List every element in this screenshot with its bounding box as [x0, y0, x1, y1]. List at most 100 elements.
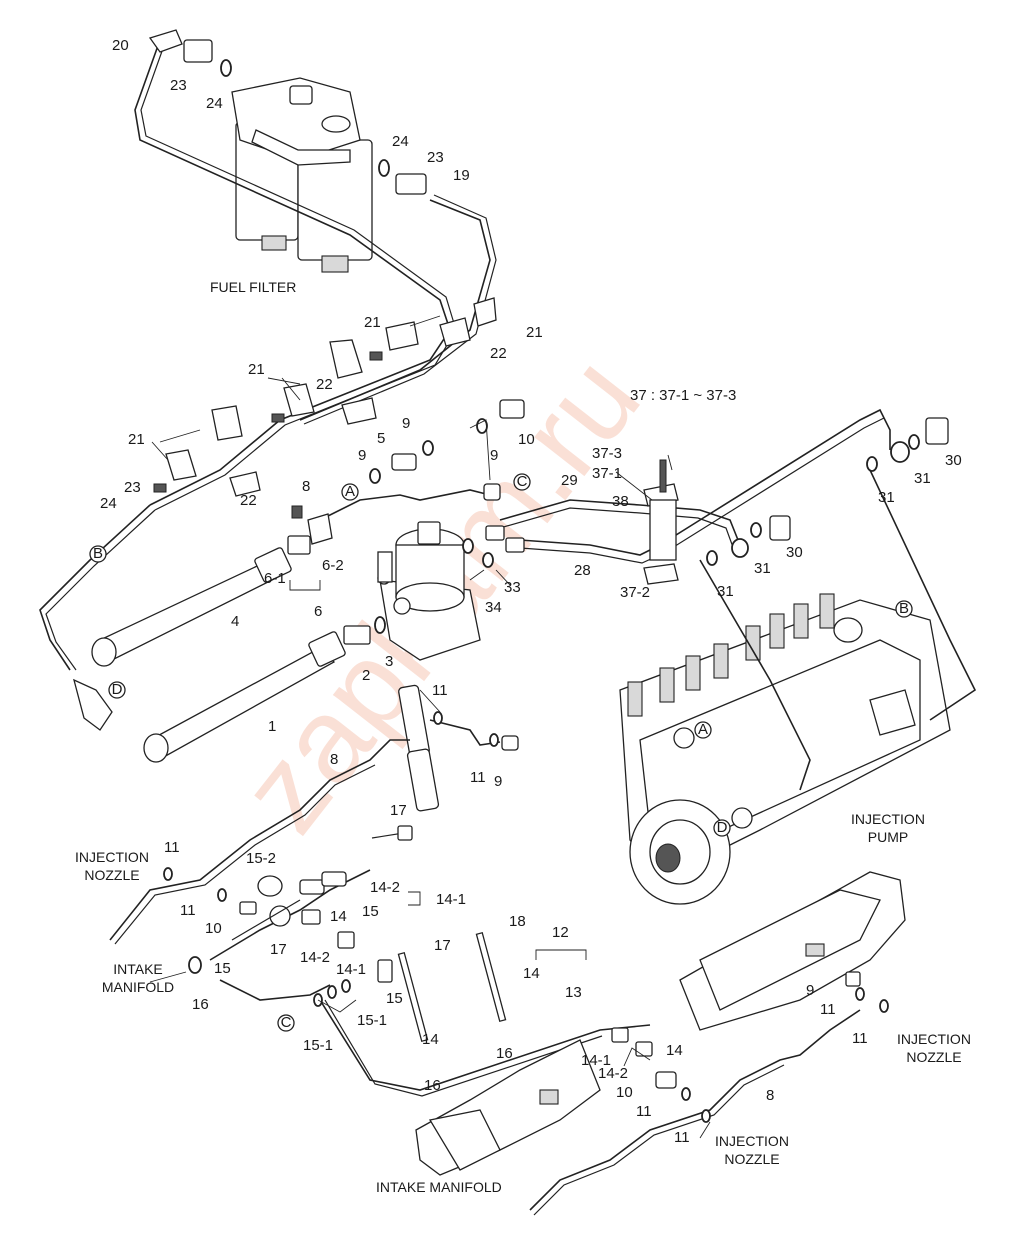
callout-2: 2 [362, 667, 370, 684]
callout-11-b: 9 [806, 982, 814, 999]
intake-manifold-right [679, 871, 906, 1031]
callout-9: 10 [518, 431, 535, 448]
callout-16-b: 14 [666, 1042, 683, 1059]
fittings-center [287, 399, 525, 645]
callout-27-c: 21 [248, 361, 265, 378]
callout-10-a: 8 [330, 751, 338, 768]
callout-35: 33 [504, 579, 521, 596]
caption-fuel-filter: FUEL FILTER [210, 279, 296, 295]
callout-8-a: 9 [402, 415, 410, 432]
callout-16-a: 14 [330, 908, 347, 925]
svg-text:A: A [698, 721, 708, 738]
callout-7: 8 [302, 478, 310, 495]
part-callouts: 20 23 24 24 23 19 21 21 22 21 22 21 22 2… [100, 37, 962, 1146]
callout-37-2: 37-2 [620, 584, 650, 601]
fuel-pipes-middle [499, 408, 949, 585]
callout-13-h: 11 [852, 1030, 868, 1047]
injection-nozzle-upper [398, 684, 519, 812]
callout-4: 4 [231, 613, 239, 630]
callout-18-a: 14-2 [300, 949, 330, 966]
callout-24: 18 [509, 913, 526, 930]
callout-23-a: 17 [390, 802, 407, 819]
callout-6: 6 [314, 603, 322, 620]
marker-a-upper: A [341, 483, 359, 501]
feed-pump-assembly [319, 489, 491, 661]
callout-6-2: 6-2 [322, 557, 344, 574]
callout-13-c: 11 [164, 839, 180, 856]
caption-intake-manifold-bottom: INTAKE MANIFOLD [376, 1179, 502, 1195]
callout-17-a: 14-1 [336, 961, 366, 978]
marker-d-pump: D [713, 819, 731, 837]
callout-30-right: 24 [392, 133, 409, 150]
callout-15-2-a: 15 [362, 903, 379, 920]
callout-15-2-b: 15 [214, 960, 231, 977]
callout-37-3: 37-3 [592, 445, 622, 462]
callout-8-b: 9 [358, 447, 366, 464]
callout-10-b: 8 [766, 1087, 774, 1104]
callout-27-b: 21 [526, 324, 543, 341]
leader-lines [149, 315, 711, 1139]
callout-34-b: 31 [914, 470, 931, 487]
fuel-pipes-upper [134, 29, 497, 511]
manifold-studs [397, 931, 507, 1043]
callout-28-c: 22 [240, 492, 257, 509]
injection-pipes-left [109, 739, 651, 1097]
callout-14: 12 [552, 924, 569, 941]
svg-text:B: B [93, 545, 103, 562]
svg-text:A: A [345, 483, 355, 500]
callout-11-a: 9 [494, 773, 502, 790]
callout-13-e: 11 [636, 1103, 652, 1120]
callout-15-1: 14-2 [370, 879, 400, 896]
callout-28-b: 22 [316, 376, 333, 393]
intake-manifold-bottom: INTAKE MANIFOLD [376, 1039, 601, 1195]
callout-17-b: 14-1 [581, 1052, 611, 1069]
callout-34-c: 31 [754, 560, 771, 577]
marker-c-lower: C [277, 1014, 295, 1032]
callout-26: 20 [112, 37, 129, 54]
callout-22-c: 16 [424, 1077, 441, 1094]
callout-20-b: 15-1 [303, 1037, 333, 1054]
svg-text:D: D [112, 681, 123, 698]
callout-23-b: 17 [270, 941, 287, 958]
svg-text:C: C [281, 1014, 292, 1031]
callout-38: 38 [612, 493, 629, 510]
callout-15: 14-1 [436, 891, 466, 908]
pump-delivery-valves [627, 593, 835, 717]
callout-3: 3 [385, 653, 393, 670]
callout-19: 15 [386, 990, 403, 1007]
callout-13-g: 11 [820, 1001, 836, 1018]
marker-d-left: D [108, 681, 126, 699]
callout-34-d: 31 [717, 583, 734, 600]
callout-12-a: 10 [205, 920, 222, 937]
callout-14-2-b: 14 [422, 1031, 439, 1048]
callout-34-a: 31 [878, 489, 895, 506]
callout-28-a: 22 [490, 345, 507, 362]
callout-12-b: 10 [616, 1084, 633, 1101]
callout-13-b: 11 [470, 769, 486, 786]
callout-30-left: 24 [100, 495, 117, 512]
callout-22-a: 16 [192, 996, 209, 1013]
callout-13-a: 11 [432, 682, 448, 699]
callout-14-2-a: 14 [523, 965, 540, 982]
group-note-37: 37 : 37-1 ~ 37-3 [630, 387, 736, 404]
callout-27-d: 21 [128, 431, 145, 448]
marker-a-pump: A [694, 721, 712, 739]
callout-5: 5 [377, 430, 385, 447]
callout-37-1: 37-1 [592, 465, 622, 482]
injection-pipes-right [529, 971, 889, 1216]
callout-18-b: 14-2 [598, 1065, 628, 1082]
marker-c-upper: C [513, 473, 531, 491]
pipe-clamps [153, 297, 497, 497]
svg-text:C: C [517, 473, 528, 490]
callout-29-left: 23 [124, 479, 141, 496]
callout-29-right: 23 [427, 149, 444, 166]
callout-32: 29 [561, 472, 578, 489]
callout-33-a: 30 [945, 452, 962, 469]
callout-6-1: 6-1 [264, 570, 286, 587]
